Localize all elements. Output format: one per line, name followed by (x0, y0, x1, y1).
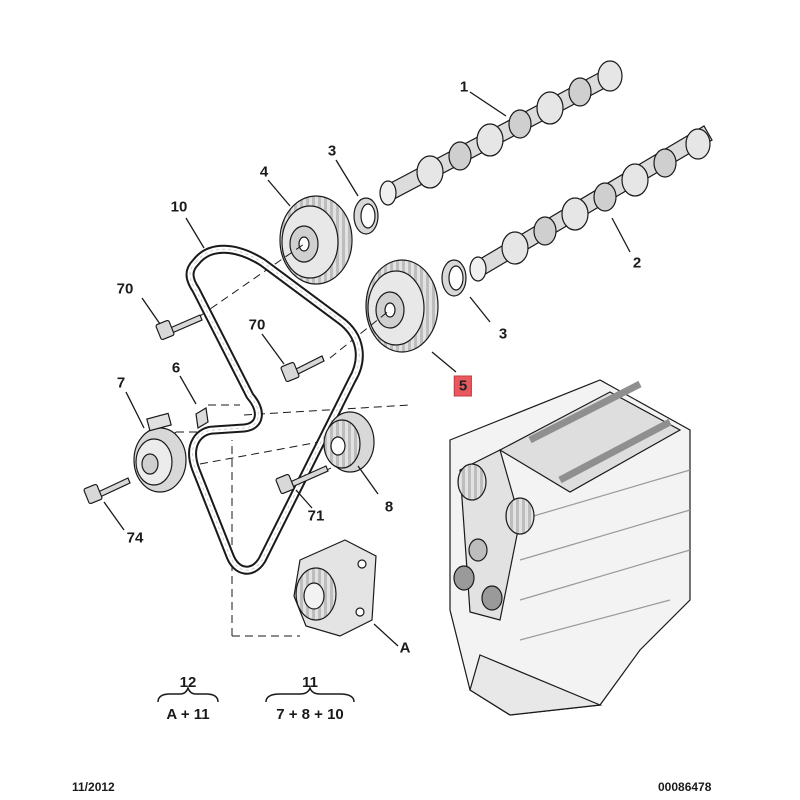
callout-10: 10 (170, 198, 188, 216)
callout-1: 1 (459, 78, 469, 96)
formula-11-title: 11 (302, 674, 318, 691)
water-pump-A (293, 539, 377, 637)
camshaft-1 (379, 60, 623, 206)
camshaft-2 (469, 125, 713, 282)
idler-pulley-8 (323, 411, 375, 473)
callout-4: 4 (259, 163, 269, 181)
leader-lines (103, 91, 631, 647)
footer-date: 11/2012 (72, 780, 115, 794)
callout-A: A (399, 639, 411, 657)
bolt-74 (83, 477, 131, 505)
footer-reference: 00086478 (658, 780, 712, 794)
formula-11-parts: 7 + 8 + 10 (276, 706, 344, 723)
callout-71: 71 (307, 507, 325, 525)
camshaft-sprocket-5 (365, 259, 439, 353)
callout-3-upper: 3 (327, 142, 337, 160)
tensioner-7 (133, 412, 187, 493)
callout-70-left: 70 (116, 280, 134, 298)
callout-70-right: 70 (248, 316, 266, 334)
timing-belt-10 (185, 244, 364, 575)
bolt-70-right (280, 355, 325, 383)
callout-6: 6 (171, 359, 181, 377)
callout-8: 8 (384, 498, 394, 516)
formula-12-parts: A + 11 (166, 706, 210, 723)
formula-braces (157, 685, 355, 703)
callout-7: 7 (116, 374, 126, 392)
callout-3-lower: 3 (498, 325, 508, 343)
bolt-71 (275, 465, 329, 495)
engine-block (449, 379, 691, 716)
bolt-70-left (155, 314, 203, 341)
callout-5-highlighted: 5 (453, 375, 473, 397)
camshaft-sprocket-4 (279, 195, 353, 285)
callout-74: 74 (126, 529, 144, 547)
seal-3-upper (353, 197, 379, 235)
formula-12-title: 12 (179, 674, 197, 691)
callout-2: 2 (632, 254, 642, 272)
dowel-6 (195, 407, 209, 429)
seal-3-lower (441, 259, 467, 297)
